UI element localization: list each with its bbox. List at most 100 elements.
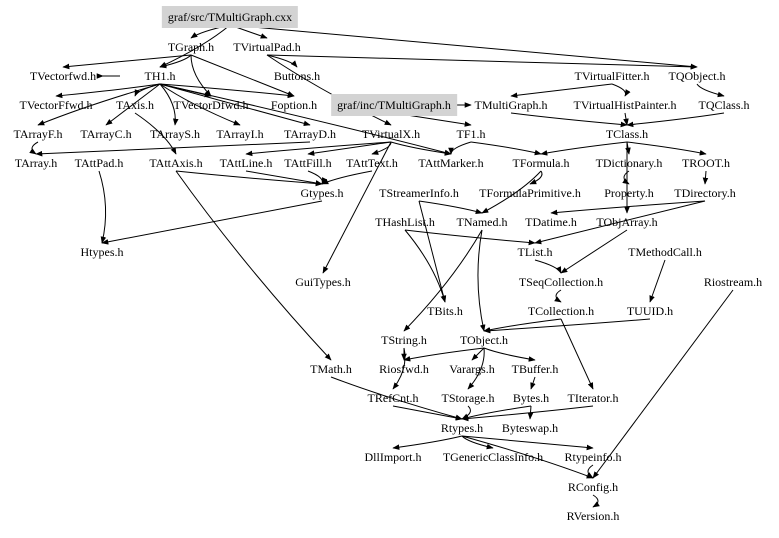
- graph-node-titerator[interactable]: TIterator.h: [567, 391, 619, 405]
- graph-node-tqclass[interactable]: TQClass.h: [698, 98, 750, 112]
- edge-rtypes-to-dllimport: [392, 435, 463, 450]
- edge-thashlist-to-tbits: [404, 229, 447, 303]
- graph-node-tarrayf[interactable]: TArrayF.h: [13, 127, 63, 141]
- graph-node-buttons[interactable]: Buttons.h: [273, 69, 321, 83]
- graph-node-riostream[interactable]: Riostream.h: [703, 275, 763, 289]
- graph-node-tformulaprimitive[interactable]: TFormulaPrimitive.h: [479, 186, 581, 200]
- edge-bytes-to-byteswap: [527, 405, 534, 420]
- graph-node-tvirtualpad[interactable]: TVirtualPad.h: [233, 40, 301, 54]
- graph-node-riosfwd[interactable]: Riosfwd.h: [379, 362, 429, 376]
- graph-node-rversion[interactable]: RVersion.h: [566, 509, 620, 523]
- graph-node-tvectorfwd[interactable]: TVectorfwd.h: [29, 69, 97, 83]
- graph-node-thashlist[interactable]: THashList.h: [375, 215, 435, 229]
- edge-rtypes-to-rtypeinfo: [461, 435, 594, 451]
- edge-th1-to-tvectorffwd: [55, 83, 161, 99]
- graph-node-tstorage[interactable]: TStorage.h: [441, 391, 495, 405]
- graph-node-dllimport[interactable]: DllImport.h: [364, 450, 422, 464]
- graph-node-tarrayc[interactable]: TArrayC.h: [80, 127, 132, 141]
- graph-node-tstreamerinfo[interactable]: TStreamerInfo.h: [379, 186, 459, 200]
- edge-tobject-to-varargs: [471, 347, 485, 361]
- graph-node-tformula[interactable]: TFormula.h: [512, 156, 570, 170]
- edge-tobject-to-tbuffer: [483, 347, 536, 362]
- edge-tclass-to-tformula: [540, 141, 628, 156]
- graph-node-tarrays[interactable]: TArrayS.h: [149, 127, 201, 141]
- graph-node-tlist[interactable]: TList.h: [517, 245, 553, 259]
- graph-node-tseqcollection[interactable]: TSeqCollection.h: [518, 275, 604, 289]
- graph-node-tvirtualhistpainter[interactable]: TVirtualHistPainter.h: [573, 98, 677, 112]
- graph-node-tarrayi[interactable]: TArrayI.h: [216, 127, 264, 141]
- graph-node-bytes[interactable]: Bytes.h: [512, 391, 550, 405]
- graph-node-tvirtualx[interactable]: TVirtualX.h: [361, 127, 421, 141]
- graph-node-th1[interactable]: TH1.h: [144, 69, 176, 83]
- graph-node-tbits[interactable]: TBits.h: [427, 304, 463, 318]
- graph-node-tf1[interactable]: TF1.h: [456, 127, 486, 141]
- graph-node-tatttext[interactable]: TAttText.h: [346, 156, 398, 170]
- graph-node-tcollection[interactable]: TCollection.h: [527, 304, 595, 318]
- graph-node-tarrayd[interactable]: TArrayD.h: [283, 127, 337, 141]
- edge-tbuffer-to-bytes: [530, 376, 536, 390]
- edge-src-to-th1: [159, 24, 231, 68]
- edge-tvirtualpad-to-tqobject: [266, 54, 698, 70]
- graph-node-tattaxis[interactable]: TAttAxis.h: [149, 156, 203, 170]
- graph-node-tnamed[interactable]: TNamed.h: [456, 215, 508, 229]
- graph-node-src[interactable]: graf/src/TMultiGraph.cxx: [161, 6, 299, 28]
- graph-node-tstring[interactable]: TString.h: [381, 333, 427, 347]
- graph-node-varargs[interactable]: Varargs.h: [449, 362, 495, 376]
- edge-tvirtualpad-to-buttons: [266, 54, 298, 68]
- edge-tstreamerinfo-to-tnamed: [418, 200, 483, 215]
- graph-node-tvirtualfitter[interactable]: TVirtualFitter.h: [574, 69, 650, 83]
- graph-node-incmg[interactable]: graf/inc/TMultiGraph.h: [331, 94, 457, 116]
- graph-node-tbuffer[interactable]: TBuffer.h: [511, 362, 559, 376]
- graph-node-tvectordfwd[interactable]: TVectorDfwd.h: [173, 98, 249, 112]
- edge-th1-to-tarrayc: [105, 83, 161, 126]
- graph-node-tdirectory[interactable]: TDirectory.h: [674, 186, 736, 200]
- graph-node-guitypes[interactable]: GuiTypes.h: [295, 275, 351, 289]
- graph-node-tgenericclassinfo[interactable]: TGenericClassInfo.h: [442, 450, 544, 464]
- graph-node-tattfill[interactable]: TAttFill.h: [284, 156, 332, 170]
- graph-node-trefcnt[interactable]: TRefCnt.h: [367, 391, 419, 405]
- edge-th1-to-tattmarker: [159, 83, 452, 156]
- graph-node-tclass[interactable]: TClass.h: [605, 127, 649, 141]
- graph-node-tmethodcall[interactable]: TMethodCall.h: [628, 245, 702, 259]
- graph-node-rconfig[interactable]: RConfig.h: [567, 480, 619, 494]
- graph-node-htypes[interactable]: Htypes.h: [80, 245, 124, 259]
- graph-node-tgraph[interactable]: TGraph.h: [167, 40, 215, 54]
- edge-th1-to-tarrayf: [37, 83, 161, 126]
- graph-node-tdatime[interactable]: TDatime.h: [525, 215, 577, 229]
- graph-node-troot[interactable]: TROOT.h: [681, 156, 731, 170]
- edge-bytes-to-rtypes: [461, 405, 532, 421]
- graph-node-tattmarker[interactable]: TAttMarker.h: [418, 156, 484, 170]
- graph-node-gtypes[interactable]: Gtypes.h: [300, 186, 344, 200]
- edge-tvirtualx-to-tattline: [245, 141, 392, 157]
- graph-node-tattpad[interactable]: TAttPad.h: [74, 156, 124, 170]
- graph-node-tarray[interactable]: TArray.h: [14, 156, 58, 170]
- edge-th1-to-tarrayi: [159, 83, 241, 126]
- edge-tvirtualx-to-tattmarker: [390, 141, 452, 156]
- edge-rtypes-to-rconfig: [461, 435, 594, 479]
- graph-node-tattline[interactable]: TAttLine.h: [219, 156, 273, 170]
- graph-node-taxis[interactable]: TAxis.h: [115, 98, 155, 112]
- edge-th1-to-tarrays: [159, 83, 179, 126]
- graph-node-tobject[interactable]: TObject.h: [459, 333, 509, 347]
- edge-tclass-to-troot: [626, 141, 707, 156]
- edge-tqobject-to-tqclass: [696, 83, 725, 98]
- graph-node-tqobject[interactable]: TQObject.h: [668, 69, 726, 83]
- edge-troot-to-tdirectory: [702, 170, 709, 185]
- edge-tobject-to-riosfwd: [403, 347, 485, 362]
- edge-tarrayf-to-tarray: [29, 141, 39, 155]
- graph-node-tuuid[interactable]: TUUID.h: [626, 304, 674, 318]
- graph-node-tmultigraph[interactable]: TMultiGraph.h: [474, 98, 548, 112]
- edge-tnamed-to-tobject: [477, 229, 486, 332]
- graph-node-byteswap[interactable]: Byteswap.h: [501, 421, 559, 435]
- edge-trefcnt-to-rtypes: [392, 405, 463, 421]
- graph-node-rtypeinfo[interactable]: Rtypeinfo.h: [564, 450, 622, 464]
- graph-node-tmath[interactable]: TMath.h: [310, 362, 352, 376]
- graph-node-rtypes[interactable]: Rtypes.h: [440, 421, 484, 435]
- graph-node-foption[interactable]: Foption.h: [270, 98, 318, 112]
- graph-node-tvectorffwd[interactable]: TVectorFfwd.h: [19, 98, 93, 112]
- graph-node-property[interactable]: Property.h: [604, 186, 654, 200]
- edge-tstreamerinfo-to-tbits: [418, 200, 447, 303]
- graph-node-tdictionary[interactable]: TDictionary.h: [595, 156, 663, 170]
- graph-node-tobjarray[interactable]: TObjArray.h: [596, 215, 658, 229]
